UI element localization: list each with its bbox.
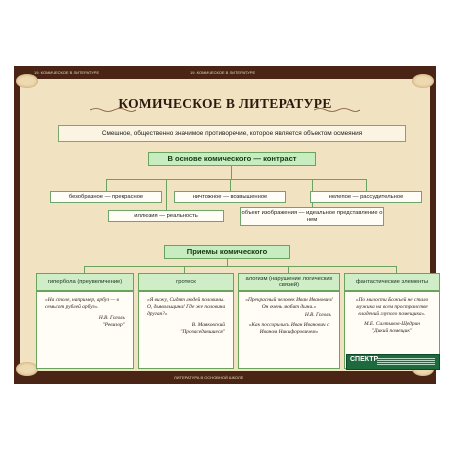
contrast-item: иллюзия — реальность bbox=[108, 210, 224, 222]
page-title: КОМИЧЕСКОЕ В ЛИТЕРАТУРЕ bbox=[118, 96, 332, 111]
example-quote: «На столе, например, арбуз — в семьсот р… bbox=[45, 297, 120, 310]
connector-line bbox=[166, 179, 167, 210]
connector-line bbox=[230, 179, 231, 191]
example-author: Н.В. Гоголь bbox=[304, 311, 331, 318]
example-work: "Ревизор" bbox=[102, 321, 125, 328]
example-author: Н.В. Гоголь bbox=[98, 314, 125, 321]
device-name: гипербола (преувеличение) bbox=[36, 273, 134, 291]
example-quote: «По милости Божьей не стало мужика на вс… bbox=[355, 297, 429, 317]
topbar-left-label: 19. КОМИЧЕСКОЕ В ЛИТЕРАТУРЕ bbox=[34, 70, 100, 75]
poster-topbar: 19. КОМИЧЕСКОЕ В ЛИТЕРАТУРЕ 19. КОМИЧЕСК… bbox=[14, 66, 436, 78]
device-name: алогизм (нарушение логических связей) bbox=[238, 273, 340, 291]
poster-bottombar: ЛИТЕРАТУРА В ОСНОВНОЙ ШКОЛЕ bbox=[174, 375, 244, 380]
connector-line bbox=[184, 266, 185, 273]
connector-line bbox=[106, 179, 107, 191]
example-work: "Прозаседавшиеся" bbox=[180, 328, 225, 335]
contrast-item: объект изображения — идеальное представл… bbox=[240, 207, 384, 226]
title-ornament-right-icon bbox=[314, 108, 360, 112]
definition-box: Смешное, общественно значимое противореч… bbox=[58, 125, 406, 142]
publisher-logo-text: СПЕКТР bbox=[350, 356, 379, 363]
scroll-curl-top-left-icon bbox=[16, 74, 38, 88]
device-example-card: «Прекрасный человек Иван Иванович! Он оч… bbox=[238, 291, 340, 369]
device-example-card: «На столе, например, арбуз — в семьсот р… bbox=[36, 291, 134, 369]
example-quote: «Прекрасный человек Иван Иванович! Он оч… bbox=[245, 297, 333, 310]
poster: 19. КОМИЧЕСКОЕ В ЛИТЕРАТУРЕ 19. КОМИЧЕСК… bbox=[14, 66, 440, 384]
publisher-logo: СПЕКТР bbox=[346, 354, 440, 370]
contrast-item: нелепое — рассудительное bbox=[310, 191, 422, 203]
title-ornament-left-icon bbox=[90, 108, 136, 112]
connector-line bbox=[231, 166, 232, 179]
scroll-curl-bottom-left-icon bbox=[16, 362, 38, 376]
connector-line bbox=[106, 179, 366, 180]
devices-header: Приемы комического bbox=[164, 245, 290, 259]
connector-line bbox=[288, 266, 289, 273]
publisher-info-lines-icon bbox=[377, 358, 435, 366]
device-name: фантастические элементы bbox=[344, 273, 440, 291]
device-name: гротеск bbox=[138, 273, 234, 291]
connector-line bbox=[84, 266, 396, 267]
contrast-item: ничтожное — возвышенное bbox=[174, 191, 286, 203]
scroll-curl-top-right-icon bbox=[412, 74, 434, 88]
contrast-header: В основе комического — контраст bbox=[148, 152, 316, 166]
connector-line bbox=[366, 179, 367, 191]
contrast-item: безобразное — прекрасное bbox=[50, 191, 162, 203]
example-author: М.Е. Салтыков-Щедрин bbox=[364, 320, 420, 327]
topbar-center-label: 19. КОМИЧЕСКОЕ В ЛИТЕРАТУРЕ bbox=[190, 70, 256, 75]
example-quote: «Я вижу, Сидят людей половины. О, дьявол… bbox=[147, 297, 226, 317]
connector-line bbox=[227, 259, 228, 266]
example-author: В. Маяковский bbox=[191, 321, 225, 328]
example-work: "Дикий помещик" bbox=[371, 327, 413, 334]
device-example-card: «Я вижу, Сидят людей половины. О, дьявол… bbox=[138, 291, 234, 369]
connector-line bbox=[396, 266, 397, 273]
example-quote-secondary: «Как поссорились Иван Иванович с Иваном … bbox=[248, 321, 330, 335]
connector-line bbox=[84, 266, 85, 273]
